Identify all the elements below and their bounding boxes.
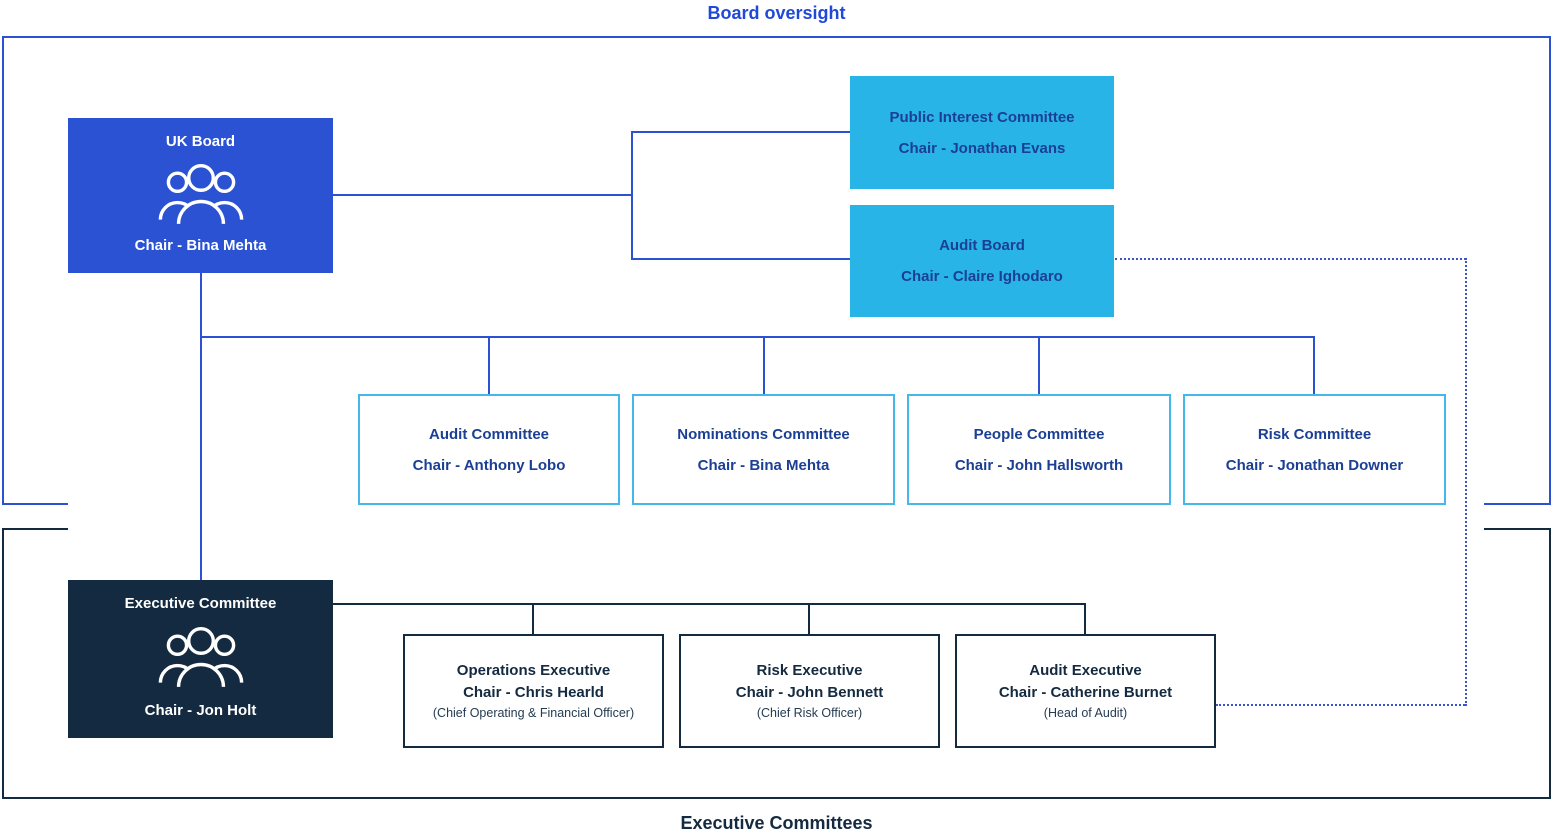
connector-bracket-vertical bbox=[631, 131, 633, 260]
executive-committee-box: Executive Committee Chair - Jon Holt bbox=[68, 580, 333, 738]
people-committee-box: People Committee Chair - John Hallsworth bbox=[907, 394, 1171, 505]
audit-committee-box: Audit Committee Chair - Anthony Lobo bbox=[358, 394, 620, 505]
connector-ukboard-to-exec bbox=[200, 273, 202, 580]
executive-committee-chair: Chair - Jon Holt bbox=[144, 702, 257, 719]
audit-board-chair: Chair - Claire Ighodaro bbox=[901, 268, 1063, 285]
connector-to-audit-board bbox=[631, 258, 850, 260]
connector-to-public-interest bbox=[631, 131, 850, 133]
risk-committee-chair: Chair - Jonathan Downer bbox=[1225, 456, 1404, 474]
nominations-committee-title: Nominations Committee bbox=[677, 425, 850, 443]
risk-executive-box: Risk Executive Chair - John Bennett (Chi… bbox=[679, 634, 940, 748]
connector-ukboard-to-bracket bbox=[333, 194, 632, 196]
exec-region-top-left-segment bbox=[2, 528, 68, 530]
dotted-connector-audit-bottom bbox=[1216, 704, 1465, 706]
people-committee-chair: Chair - John Hallsworth bbox=[954, 456, 1124, 474]
operations-executive-box: Operations Executive Chair - Chris Hearl… bbox=[403, 634, 664, 748]
executive-committees-label: Executive Committees bbox=[680, 813, 873, 833]
audit-board-title: Audit Board bbox=[939, 237, 1025, 254]
exec-region-top-right-segment bbox=[1484, 528, 1551, 530]
board-region-bottom-right-segment bbox=[1484, 503, 1551, 505]
operations-executive-title: Operations Executive bbox=[456, 662, 611, 679]
audit-executive-chair: Chair - Catherine Burnet bbox=[998, 684, 1173, 701]
public-interest-committee-box: Public Interest Committee Chair - Jonath… bbox=[850, 76, 1114, 189]
public-interest-committee-title: Public Interest Committee bbox=[889, 108, 1075, 126]
nominations-committee-chair: Chair - Bina Mehta bbox=[697, 456, 830, 474]
operations-executive-subtitle: (Chief Operating & Financial Officer) bbox=[432, 706, 635, 720]
dotted-connector-audit-top bbox=[1115, 258, 1466, 260]
connector-drop-risk-committee bbox=[1313, 336, 1315, 394]
executive-committee-title: Executive Committee bbox=[124, 595, 277, 612]
dotted-connector-audit-vertical bbox=[1465, 258, 1467, 706]
connector-drop-people-committee bbox=[1038, 336, 1040, 394]
audit-executive-title: Audit Executive bbox=[1029, 662, 1142, 679]
risk-executive-title: Risk Executive bbox=[756, 662, 863, 679]
board-oversight-label: Board oversight bbox=[707, 3, 846, 23]
people-committee-title: People Committee bbox=[973, 425, 1105, 443]
risk-committee-box: Risk Committee Chair - Jonathan Downer bbox=[1183, 394, 1446, 505]
connector-drop-audit-executive bbox=[1084, 603, 1086, 634]
uk-board-title: UK Board bbox=[165, 133, 236, 150]
nominations-committee-box: Nominations Committee Chair - Bina Mehta bbox=[632, 394, 895, 505]
public-interest-committee-chair: Chair - Jonathan Evans bbox=[898, 139, 1066, 157]
board-region-bottom-left-segment bbox=[2, 503, 68, 505]
people-icon bbox=[158, 163, 243, 224]
operations-executive-chair: Chair - Chris Hearld bbox=[463, 684, 604, 701]
audit-committee-title: Audit Committee bbox=[429, 425, 549, 443]
executive-committees-region bbox=[2, 528, 1551, 799]
uk-board-chair: Chair - Bina Mehta bbox=[134, 237, 267, 254]
uk-board-box: UK Board Chair - Bina Mehta bbox=[68, 118, 333, 273]
connector-exec-horizontal bbox=[333, 603, 1086, 605]
connector-committees-horizontal bbox=[200, 336, 1315, 338]
risk-executive-subtitle: (Chief Risk Officer) bbox=[756, 706, 863, 720]
people-icon bbox=[158, 626, 243, 688]
risk-executive-chair: Chair - John Bennett bbox=[735, 684, 884, 701]
connector-drop-nominations-committee bbox=[763, 336, 765, 394]
board-oversight-region bbox=[2, 36, 1551, 505]
connector-drop-operations-executive bbox=[532, 603, 534, 634]
connector-drop-risk-executive bbox=[808, 603, 810, 634]
connector-drop-audit-committee bbox=[488, 336, 490, 394]
audit-executive-subtitle: (Head of Audit) bbox=[1043, 706, 1128, 720]
audit-executive-box: Audit Executive Chair - Catherine Burnet… bbox=[955, 634, 1216, 748]
audit-committee-chair: Chair - Anthony Lobo bbox=[412, 456, 566, 474]
audit-board-box: Audit Board Chair - Claire Ighodaro bbox=[850, 205, 1114, 317]
risk-committee-title: Risk Committee bbox=[1257, 425, 1372, 443]
